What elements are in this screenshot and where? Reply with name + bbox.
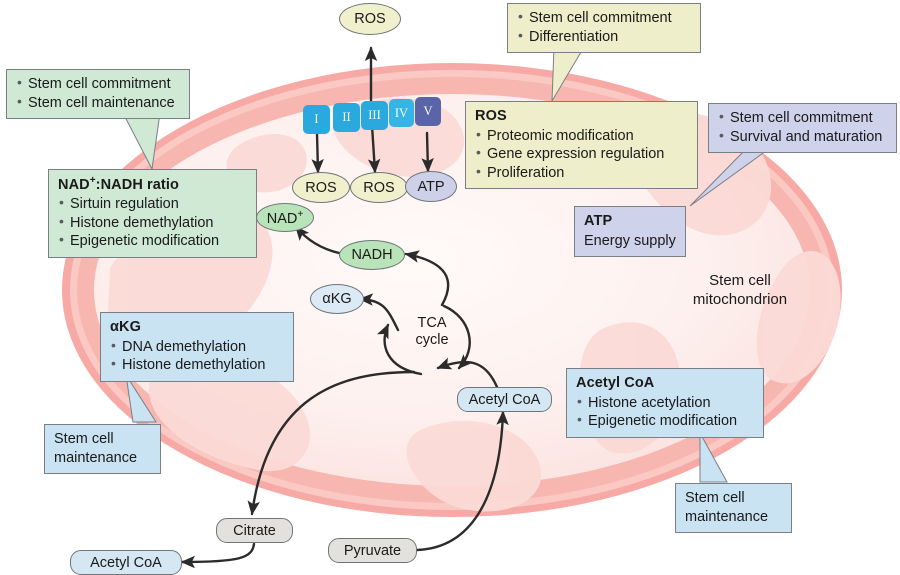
metabolite-nadh[interactable]: NADH: [339, 240, 405, 270]
callout-atp-item: Survival and maturation: [718, 127, 887, 147]
complex-iv[interactable]: IV: [389, 99, 414, 127]
callout-ros-item: Stem cell commitment: [517, 8, 691, 28]
metabolite-akg[interactable]: αKG: [310, 284, 364, 314]
organelle-label: Stem cell mitochondrion: [692, 272, 788, 308]
complex-i[interactable]: I: [303, 105, 330, 134]
info-nad-item: Sirtuin regulation: [58, 194, 247, 214]
info-nad-title: NAD+:NADH ratio: [58, 175, 179, 193]
arrow-pyruvate-to-acetylcoa: [415, 410, 509, 552]
metabolite-citrate[interactable]: Citrate: [216, 518, 293, 543]
pathway-arrows: [180, 46, 509, 569]
info-ros-item: Proliferation: [475, 163, 688, 183]
arrow-complex5-to-atp: [421, 131, 434, 173]
info-atp-subtitle: Energy supply: [584, 232, 676, 249]
info-acoa-item: Epigenetic modification: [576, 411, 754, 431]
arrow-tca-to-citrate: [247, 370, 416, 516]
arrow-acetylcoa-to-tca: [436, 357, 499, 389]
metabolite-acetyl-coa-matrix[interactable]: Acetyl CoA: [457, 387, 552, 412]
arrow-complex1-to-ros: [311, 131, 324, 174]
complex-i-label: I: [314, 112, 319, 126]
metabolite-acetyl-coa-cytosol[interactable]: Acetyl CoA: [70, 550, 182, 575]
complex-iv-label: IV: [394, 105, 409, 120]
info-akg-item: DNA demethylation: [110, 337, 284, 357]
tail-blue-akg: [125, 374, 157, 423]
info-akg-item: Histone demethylation: [110, 355, 284, 375]
complex-ii[interactable]: II: [333, 103, 360, 132]
callout-atp-item: Stem cell commitment: [718, 108, 887, 128]
arrow-tca-to-akg: [358, 293, 400, 332]
callout-nad-item: Stem cell commitment: [16, 74, 180, 94]
metabolite-atp[interactable]: ATP: [405, 171, 457, 202]
metabolite-ros-mid[interactable]: ROS: [350, 172, 408, 203]
info-acoa-title: Acetyl CoA: [576, 375, 655, 391]
complex-v[interactable]: V: [415, 97, 441, 126]
metabolite-ros-top[interactable]: ROS: [339, 3, 401, 35]
info-nad-item: Epigenetic modification: [58, 231, 247, 251]
callout-nad-effects[interactable]: Stem cell commitment Stem cell maintenan…: [6, 69, 190, 120]
callout-acetylcoa-effects[interactable]: Stem cell maintenance: [675, 483, 792, 534]
info-box-atp[interactable]: ATP Energy supply: [574, 206, 686, 258]
callout-akg-line2: maintenance: [54, 449, 138, 466]
metabolite-pyruvate[interactable]: Pyruvate: [328, 538, 417, 563]
tail-blue-acoa: [699, 432, 728, 483]
metabolite-ros-left[interactable]: ROS: [292, 172, 350, 203]
callout-acoa-line1: Stem cell: [685, 490, 745, 506]
info-nad-item: Histone demethylation: [58, 213, 247, 233]
callout-tails: [122, 46, 772, 483]
info-box-akg[interactable]: αKG DNA demethylation Histone demethylat…: [100, 312, 294, 382]
callout-nad-item: Stem cell maintenance: [16, 93, 180, 113]
callout-acoa-line2: maintenance: [685, 508, 769, 525]
callout-ros-item: Differentiation: [517, 27, 691, 47]
complex-iii-label: III: [368, 108, 381, 122]
callout-akg-line1: Stem cell: [54, 431, 114, 447]
info-ros-item: Gene expression regulation: [475, 144, 688, 164]
info-akg-title: αKG: [110, 319, 141, 335]
info-box-acetyl-coa[interactable]: Acetyl CoA Histone acetylation Epigeneti…: [566, 368, 764, 438]
arrow-tca-to-nadh: [404, 250, 450, 307]
tca-cycle-label: TCA cycle: [415, 315, 449, 349]
info-ros-title: ROS: [475, 108, 507, 124]
info-ros-item: Proteomic modification: [475, 126, 688, 146]
info-box-ros[interactable]: ROS Proteomic modification Gene expressi…: [465, 101, 698, 190]
callout-akg-effects[interactable]: Stem cell maintenance: [44, 424, 161, 475]
complex-ii-label: II: [342, 110, 351, 124]
callout-ros-effects[interactable]: Stem cell commitment Differentiation: [507, 3, 701, 54]
callout-atp-effects[interactable]: Stem cell commitment Survival and matura…: [708, 103, 897, 154]
complex-iii[interactable]: III: [361, 101, 388, 130]
metabolite-nad-plus[interactable]: NAD+: [256, 203, 314, 232]
info-atp-title: ATP: [584, 213, 613, 229]
complex-v-label: V: [423, 104, 433, 118]
info-box-nad-ratio[interactable]: NAD+:NADH ratio Sirtuin regulation Histo…: [48, 169, 257, 259]
arrow-citrate-to-acetylcoa: [180, 542, 256, 569]
info-acoa-item: Histone acetylation: [576, 393, 754, 413]
